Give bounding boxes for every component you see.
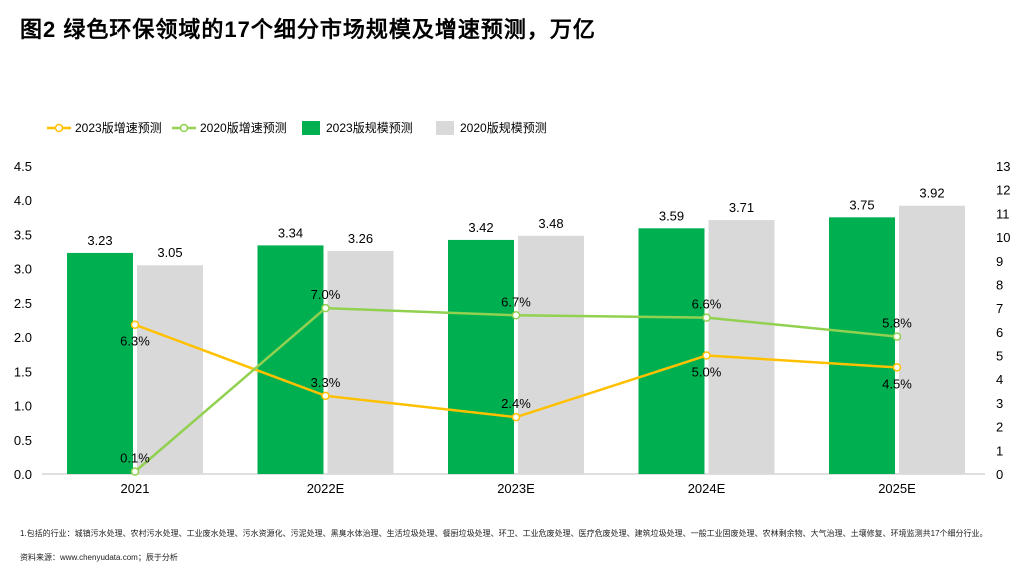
line-point bbox=[321, 303, 330, 313]
x-tick-label: 2023E bbox=[497, 481, 535, 496]
line-point bbox=[130, 467, 140, 476]
line-data-label: 0.1% bbox=[120, 451, 150, 466]
bar-data-label: 3.42 bbox=[468, 220, 493, 235]
y2-tick-label: 6 bbox=[996, 325, 1003, 340]
line-point bbox=[892, 363, 902, 372]
legend-bar-swatch bbox=[302, 121, 320, 135]
bar-data-label: 3.23 bbox=[87, 233, 112, 248]
y-tick-label: 0.5 bbox=[14, 433, 32, 448]
line-point bbox=[702, 313, 711, 322]
bar-2023 bbox=[67, 252, 133, 474]
bar-2023 bbox=[638, 228, 705, 474]
line-data-label: 5.8% bbox=[882, 316, 912, 331]
y2-tick-label: 9 bbox=[996, 254, 1003, 269]
y2-tick-label: 3 bbox=[996, 396, 1003, 411]
bar-2020 bbox=[899, 205, 965, 474]
bar-data-label: 3.26 bbox=[348, 231, 373, 246]
x-tick-label: 2024E bbox=[688, 481, 726, 496]
line-data-label: 6.3% bbox=[120, 334, 150, 349]
y2-tick-label: 10 bbox=[996, 230, 1010, 245]
y2-tick-label: 7 bbox=[996, 301, 1003, 316]
y-tick-label: 3.0 bbox=[14, 262, 32, 277]
line-point bbox=[130, 320, 140, 329]
bar-data-label: 3.75 bbox=[849, 197, 874, 212]
y-tick-label: 4.5 bbox=[14, 159, 32, 174]
y-tick-label: 2.5 bbox=[14, 296, 32, 311]
legend-label: 2023版增速预测 bbox=[75, 121, 162, 135]
source-note: 资料来源：www.chenyudata.com；辰于分析 bbox=[20, 553, 178, 562]
bar-data-label: 3.48 bbox=[538, 216, 563, 231]
y2-tick-label: 12 bbox=[996, 183, 1010, 198]
y2-tick-label: 11 bbox=[996, 206, 1010, 221]
y2-tick-label: 0 bbox=[996, 467, 1003, 482]
x-tick-label: 2025E bbox=[878, 481, 916, 496]
y-tick-label: 1.5 bbox=[14, 364, 32, 379]
line-data-label: 7.0% bbox=[311, 287, 341, 302]
line-data-label: 6.6% bbox=[692, 297, 722, 312]
y2-tick-label: 8 bbox=[996, 277, 1003, 292]
legend-marker bbox=[54, 123, 64, 133]
line-data-label: 6.7% bbox=[501, 294, 531, 309]
legend-marker bbox=[179, 123, 189, 133]
bar-data-label: 3.05 bbox=[157, 245, 182, 260]
legend-label: 2023版规模预测 bbox=[326, 120, 413, 135]
line-point bbox=[511, 412, 521, 422]
line-point bbox=[321, 391, 330, 401]
chart-title: 图2 绿色环保领域的17个细分市场规模及增速预测，万亿 bbox=[20, 17, 596, 42]
y-tick-label: 3.5 bbox=[14, 227, 32, 242]
footnote: 1.包括的行业：城镇污水处理、农村污水处理、工业废水处理、污水资源化、污泥处理、… bbox=[20, 529, 988, 538]
line-point bbox=[892, 332, 902, 341]
legend-bar-swatch bbox=[436, 121, 454, 135]
bar-2023 bbox=[448, 239, 514, 474]
y-tick-label: 4.0 bbox=[14, 193, 32, 208]
bar-data-label: 3.59 bbox=[659, 208, 684, 223]
y2-tick-label: 5 bbox=[996, 349, 1003, 364]
line-data-label: 3.3% bbox=[311, 375, 341, 390]
bar-data-label: 3.92 bbox=[919, 186, 944, 201]
bar-2020 bbox=[518, 235, 584, 474]
x-tick-label: 2021 bbox=[121, 481, 150, 496]
bar-data-label: 3.34 bbox=[278, 225, 303, 240]
line-point bbox=[702, 351, 711, 360]
bar-data-label: 3.71 bbox=[729, 200, 754, 215]
legend-label: 2020版规模预测 bbox=[460, 120, 547, 135]
legend-label: 2020版增速预测 bbox=[200, 121, 287, 135]
line-data-label: 5.0% bbox=[692, 365, 722, 380]
bar-2020 bbox=[708, 220, 775, 474]
y2-tick-label: 2 bbox=[996, 420, 1003, 435]
bar-2020 bbox=[327, 250, 394, 474]
y2-tick-label: 13 bbox=[996, 159, 1010, 174]
y2-tick-label: 4 bbox=[996, 372, 1003, 387]
y-tick-label: 1.0 bbox=[14, 399, 32, 414]
line-data-label: 2.4% bbox=[501, 396, 531, 411]
line-point bbox=[511, 311, 521, 320]
line-2020 bbox=[134, 306, 898, 473]
line-data-label: 4.5% bbox=[882, 376, 912, 391]
y2-tick-label: 1 bbox=[996, 443, 1003, 458]
bar-2023 bbox=[829, 217, 895, 475]
bar-2020 bbox=[137, 265, 203, 474]
y-tick-label: 0.0 bbox=[14, 467, 32, 482]
x-tick-label: 2022E bbox=[307, 481, 345, 496]
bar-2023 bbox=[257, 245, 324, 474]
y-tick-label: 2.0 bbox=[14, 330, 32, 345]
